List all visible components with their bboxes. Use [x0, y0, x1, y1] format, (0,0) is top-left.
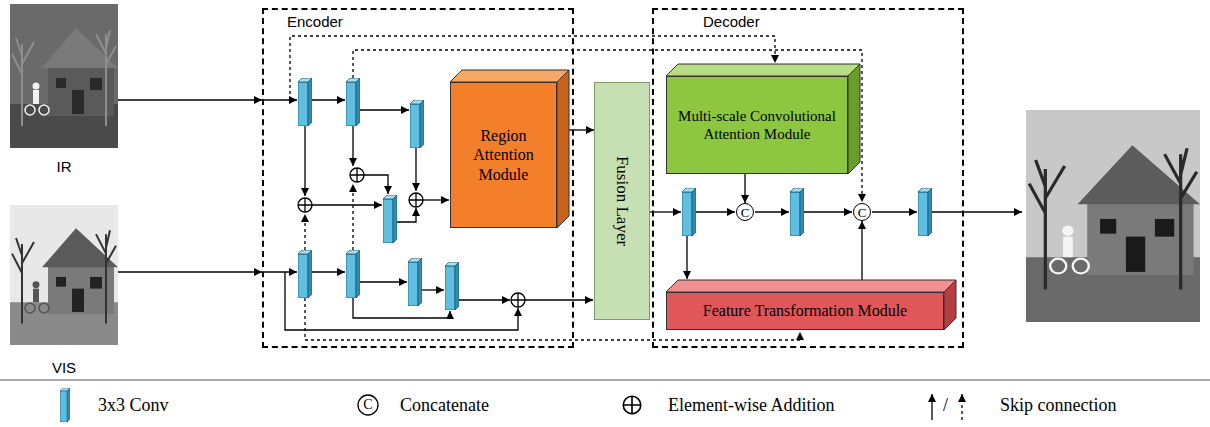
- conv-block: [410, 100, 424, 148]
- encoder-region: EncoderRegion Attention Module: [262, 8, 574, 348]
- legend-skip: [931, 394, 932, 420]
- wire: [872, 211, 917, 212]
- wire: [755, 211, 789, 212]
- conv-block: [298, 250, 312, 298]
- box-side-face: [557, 70, 569, 228]
- legend-symbol-text: C: [358, 395, 378, 415]
- wire: [264, 271, 297, 272]
- skip-wire: [353, 298, 450, 318]
- region-title: Encoder: [284, 13, 346, 31]
- conv-block: [790, 188, 804, 236]
- wire: [397, 208, 416, 222]
- add-symbol: [511, 293, 525, 307]
- add-symbol: [409, 193, 423, 207]
- image-label: VIS: [10, 359, 118, 377]
- module-label: Multi-scale Convolutional Attention Modu…: [671, 107, 843, 143]
- attention-module: Region Attention Module: [450, 82, 557, 228]
- fused-image: [1026, 110, 1200, 322]
- input-image: IR: [10, 4, 118, 176]
- wire: [804, 211, 852, 212]
- wire: [650, 211, 681, 212]
- connector-arrow: [744, 174, 745, 203]
- conv-block: [346, 78, 360, 126]
- legend-conv: [60, 388, 70, 422]
- decoder-region: DecoderMulti-scale Convolutional Attenti…: [652, 8, 964, 348]
- legend-label: Concatenate: [400, 394, 489, 416]
- concat-symbol: C: [858, 206, 867, 219]
- legend-label: 3x3 Conv: [98, 394, 169, 416]
- add-symbol: [298, 198, 312, 212]
- legend-concat: [358, 395, 378, 415]
- legend-skip-dotted: [961, 394, 962, 420]
- wire: [312, 204, 382, 205]
- legend-label: Element-wise Addition: [668, 394, 834, 416]
- wire: [686, 236, 687, 279]
- wire: [415, 148, 416, 191]
- concat-node: C: [853, 203, 871, 221]
- add-symbol: [350, 168, 364, 182]
- wire: [360, 281, 407, 282]
- image-label: IR: [10, 158, 118, 176]
- conv-block: [445, 262, 459, 310]
- wire: [423, 199, 449, 200]
- box-top-face: [666, 64, 860, 76]
- module-label: Region Attention Module: [455, 126, 552, 184]
- connector-arrow: [861, 221, 862, 280]
- wire: [352, 126, 353, 166]
- wire: [364, 175, 388, 194]
- dotted-skip: [304, 214, 305, 250]
- ir-image: [10, 4, 118, 148]
- dotted-skip: [352, 184, 353, 250]
- conv-block: [298, 78, 312, 126]
- layer-label: Fusion Layer: [612, 156, 632, 246]
- wire: [312, 99, 345, 100]
- connector-arrow: [118, 271, 262, 272]
- legend-add: [623, 396, 641, 414]
- box-extrusion: [666, 76, 848, 174]
- conv-block: [918, 188, 932, 236]
- wire: [932, 211, 1022, 212]
- fusion-layer: Fusion Layer: [594, 82, 650, 320]
- box-top-face: [666, 280, 956, 292]
- input-image: VIS: [10, 205, 118, 377]
- vis-image: [10, 205, 118, 345]
- connector-arrow: [118, 99, 262, 100]
- box-side-face: [848, 64, 860, 174]
- transform-module: Feature Transformation Module: [666, 292, 944, 330]
- concat-symbol: C: [741, 206, 750, 219]
- legend-separator: /: [943, 394, 948, 416]
- wire: [264, 99, 297, 100]
- attention-module: Multi-scale Convolutional Attention Modu…: [666, 76, 848, 174]
- wire: [459, 299, 510, 300]
- region-title: Decoder: [700, 13, 763, 31]
- conv-block: [408, 258, 422, 306]
- wire: [304, 126, 305, 196]
- wire: [696, 211, 735, 212]
- box-side-face: [944, 280, 956, 330]
- wire: [312, 271, 345, 272]
- wire: [360, 109, 409, 110]
- wire: [525, 299, 593, 300]
- concat-node: C: [736, 203, 754, 221]
- conv-block: [383, 195, 397, 243]
- conv-block: [682, 188, 696, 236]
- legend-rule: [0, 380, 1210, 381]
- wire: [422, 289, 444, 290]
- conv-block: [346, 250, 360, 298]
- legend-label: Skip connection: [1000, 394, 1116, 416]
- module-label: Feature Transformation Module: [703, 301, 907, 320]
- box-top-face: [450, 70, 569, 82]
- skip-wire: [285, 272, 518, 330]
